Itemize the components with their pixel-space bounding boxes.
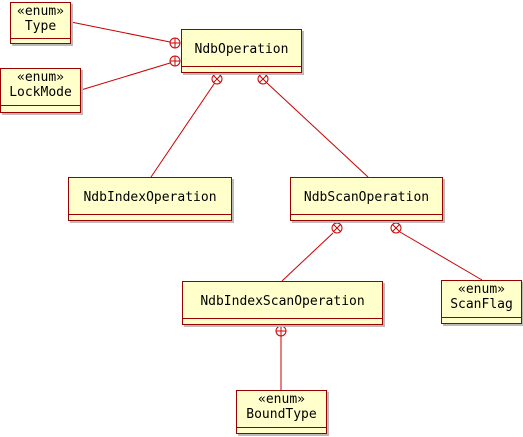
class-boundtype[interactable]: «enum» BoundType	[236, 390, 327, 434]
class-type-divider	[11, 38, 70, 39]
class-ndboperation-divider	[182, 66, 301, 67]
class-ndbindexoperation-divider	[69, 214, 231, 215]
class-lockmode[interactable]: «enum» LockMode	[0, 68, 81, 113]
class-type-stereotype: «enum»	[17, 4, 64, 19]
connector-scanflag-ndbscanoperation	[399, 231, 483, 281]
class-boundtype-divider	[237, 427, 326, 428]
class-ndbscanoperation-name: NdbScanOperation	[303, 190, 430, 205]
class-scanflag-divider	[442, 317, 521, 318]
connector-type-ndboperation	[70, 21, 171, 43]
class-scanflag-stereotype: «enum»	[458, 282, 505, 297]
class-lockmode-stereotype: «enum»	[17, 70, 64, 85]
class-type[interactable]: «enum» Type	[10, 2, 71, 44]
class-scanflag-name: ScanFlag	[450, 297, 513, 312]
class-ndbscanoperation[interactable]: NdbScanOperation	[290, 177, 443, 221]
class-ndboperation[interactable]: NdbOperation	[181, 29, 302, 73]
class-type-name: Type	[24, 19, 57, 34]
class-boundtype-name: BoundType	[246, 407, 317, 422]
class-lockmode-divider	[1, 105, 80, 106]
connector-ndbindexscanoperation-ndbscanoperation	[281, 232, 334, 282]
class-ndbindexscanoperation[interactable]: NdbIndexScanOperation	[182, 281, 383, 325]
class-ndbindexscanoperation-divider	[183, 318, 382, 319]
class-boundtype-stereotype: «enum»	[258, 392, 305, 407]
connector-ndbindexoperation-ndboperation	[150, 83, 215, 178]
class-lockmode-name: LockMode	[9, 85, 72, 100]
connector-ndbscanoperation-ndboperation	[266, 82, 369, 178]
connector-lockmode-ndboperation	[80, 62, 171, 91]
class-ndboperation-name: NdbOperation	[194, 42, 289, 57]
class-ndbindexoperation[interactable]: NdbIndexOperation	[68, 177, 232, 221]
class-ndbscanoperation-divider	[291, 214, 442, 215]
class-ndbindexoperation-name: NdbIndexOperation	[83, 190, 217, 205]
class-scanflag[interactable]: «enum» ScanFlag	[441, 280, 522, 324]
class-ndbindexscanoperation-name: NdbIndexScanOperation	[200, 294, 365, 309]
